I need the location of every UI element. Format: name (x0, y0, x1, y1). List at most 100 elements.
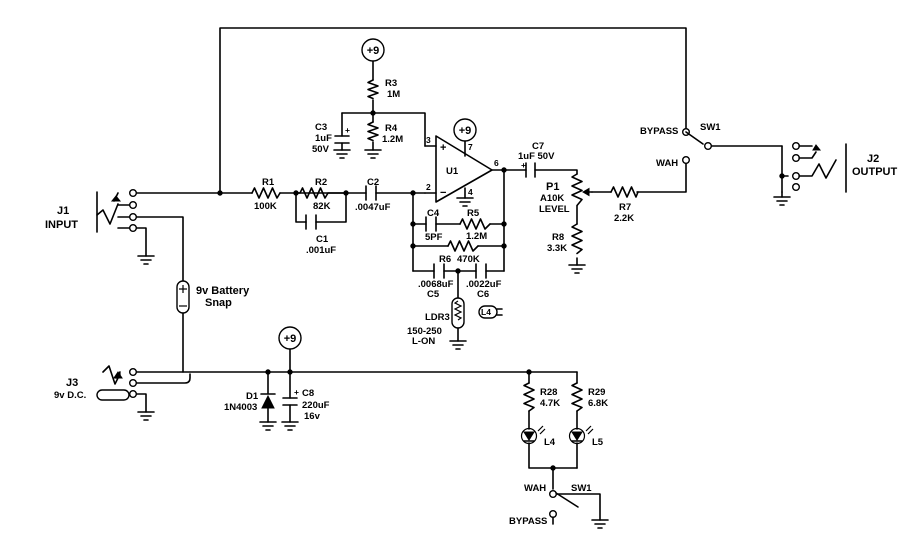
opamp-plus: + (440, 142, 446, 154)
opamp-pin-2: 2 (426, 182, 431, 192)
ground-icon (449, 340, 467, 350)
battery-snap (176, 280, 190, 314)
switch-sw1-bottom (549, 490, 579, 525)
sw-bottom-bypass: BYPASS (509, 516, 547, 527)
capacitor-c1 (305, 214, 317, 230)
capacitor-c4 (425, 216, 437, 232)
j2-name: J2 (867, 153, 879, 165)
led-l4 (520, 425, 546, 445)
ground-icon (137, 411, 155, 421)
c1-name: C1 (316, 234, 329, 245)
ground-icon (591, 519, 609, 529)
r28-value: 4.7K (540, 398, 560, 409)
c2-name: C2 (367, 177, 379, 188)
c7-name: C7 (532, 141, 544, 152)
c5-name: C5 (427, 289, 440, 300)
r2-value: 82K (313, 201, 331, 212)
opamp-name: U1 (446, 166, 459, 177)
r6-name: R6 (439, 254, 451, 265)
r8-value: 3.3K (547, 243, 567, 254)
resistor-r5 (459, 218, 491, 230)
opamp-pin-3: 3 (426, 135, 431, 145)
resistor-r29 (571, 382, 583, 412)
c7-value: 1uF 50V (518, 151, 555, 162)
c4-value: 5PF (425, 232, 443, 243)
resistor-r8 (571, 223, 583, 255)
opamp-minus: − (440, 187, 446, 199)
ground-icon (137, 255, 155, 265)
r7-name: R7 (619, 202, 631, 213)
sw-bottom-wah: WAH (524, 483, 546, 494)
j1-label: INPUT (45, 219, 78, 231)
supply-symbol-opamp (453, 118, 477, 142)
c7-polarity: + (521, 160, 526, 170)
opamp-pin-7: 7 (468, 142, 473, 152)
r4-name: R4 (385, 123, 398, 134)
ldr-ldr3 (451, 297, 465, 329)
c3-value-2: 50V (312, 144, 330, 155)
capacitor-c6 (475, 263, 487, 279)
ldr-name: LDR3 (425, 312, 450, 323)
ldr-led-tag (478, 305, 503, 319)
input-jack-j1 (96, 188, 137, 233)
r3-value: 1M (387, 89, 400, 100)
switch-sw1-top (682, 127, 713, 164)
ldr-value-2: L-ON (412, 336, 435, 347)
c1-value: .001uF (306, 245, 336, 256)
r8-name: R8 (552, 232, 564, 243)
capacitor-c7 (525, 162, 536, 178)
r29-value: 6.8K (588, 398, 608, 409)
supply-label-top: +9 (367, 45, 380, 57)
capacitor-c2 (365, 185, 377, 201)
resistor-r6 (447, 240, 479, 252)
pot-value: A10K (540, 193, 564, 204)
sw-top-wah: WAH (656, 158, 678, 169)
c8-value-2: 16v (304, 411, 321, 422)
ground-icon (364, 149, 382, 159)
r6-value: 470K (457, 254, 480, 265)
wires (132, 27, 789, 521)
j3-name: J3 (66, 377, 78, 389)
c4-name: C4 (427, 208, 440, 219)
led-l5-name: L5 (592, 437, 604, 448)
ldr-value-1: 150-250 (407, 326, 442, 337)
capacitor-c5 (433, 263, 445, 279)
supply-label-bottom: +9 (284, 333, 297, 345)
resistor-r28 (523, 382, 535, 412)
j2-label: OUTPUT (852, 166, 898, 178)
c5-value: .0068uF (418, 279, 454, 290)
supply-symbol-bottom (278, 326, 302, 350)
resistor-r2 (295, 187, 347, 199)
ground-icon (773, 196, 791, 206)
ground-icon (281, 421, 299, 431)
ldr-led-tag-text: L4 (481, 307, 491, 317)
c3-polarity: + (345, 125, 350, 135)
resistor-r7 (610, 186, 639, 198)
c8-value-1: 220uF (302, 400, 330, 411)
ground-icon (568, 264, 586, 274)
diode-value: 1N4003 (224, 402, 257, 413)
battery-label-1: 9v Battery (196, 285, 250, 297)
resistor-r3 (367, 79, 379, 100)
output-jack-j2 (792, 141, 847, 193)
sw-bottom-name: SW1 (571, 483, 592, 494)
diode-d1 (260, 393, 276, 409)
dc-jack-j3 (96, 365, 137, 401)
ground-icon (456, 197, 474, 207)
pot-label: LEVEL (539, 204, 570, 215)
j3-label: 9v D.C. (54, 390, 86, 401)
supply-symbol-top (361, 38, 385, 62)
led-l5 (568, 425, 594, 445)
ground-icon (259, 421, 277, 431)
r2-name: R2 (315, 177, 327, 188)
supply-label-opamp: +9 (459, 125, 472, 137)
capacitor-c8 (282, 397, 298, 406)
opamp-pin-4: 4 (468, 187, 473, 197)
r1-name: R1 (262, 177, 275, 188)
pot-name: P1 (546, 181, 559, 193)
r29-name: R29 (588, 387, 605, 398)
ground-symbols (137, 149, 791, 529)
potentiometer-p1 (571, 173, 583, 207)
capacitor-c3 (334, 135, 350, 144)
